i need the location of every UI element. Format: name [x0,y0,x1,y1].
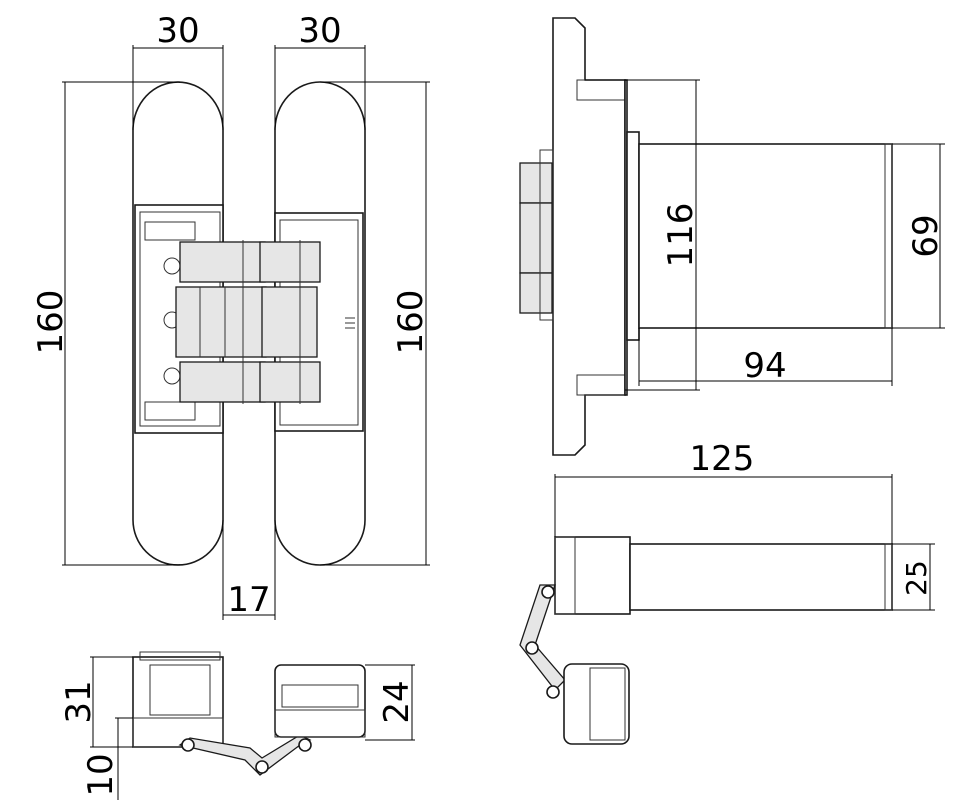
dim-width-right: 30 [298,11,341,51]
bottom-right-body [274,664,366,738]
right-leaf-outline [274,81,366,566]
side-view: 116 69 94 [519,17,946,456]
top-cup [629,543,893,611]
dim-side-inner: 69 [906,214,946,257]
dim-gap: 17 [227,580,270,620]
front-view: 30 30 160 160 17 [31,11,431,620]
bottom-left-body [132,656,224,748]
side-cup [638,143,893,329]
dim-bottom-right-height: 24 [377,680,417,723]
top-leaf-folded [563,663,630,745]
dim-side-depth: 94 [743,346,786,386]
top-body [554,536,631,615]
dim-height-left: 160 [31,290,71,355]
hinge-mechanism [175,240,321,404]
dim-top-thickness: 25 [900,560,933,596]
dim-bottom-left-height: 31 [59,680,99,723]
top-arm [519,584,566,691]
dim-side-height: 116 [661,203,701,268]
dim-bottom-left-offset: 10 [81,753,121,796]
bottom-link [178,734,312,776]
side-flange [552,17,626,456]
bottom-view: 31 10 24 [59,651,417,800]
top-view: 125 25 [519,439,935,745]
dim-height-right: 160 [391,290,431,355]
dim-top-length: 125 [690,439,755,479]
dim-width-left: 30 [156,11,199,51]
